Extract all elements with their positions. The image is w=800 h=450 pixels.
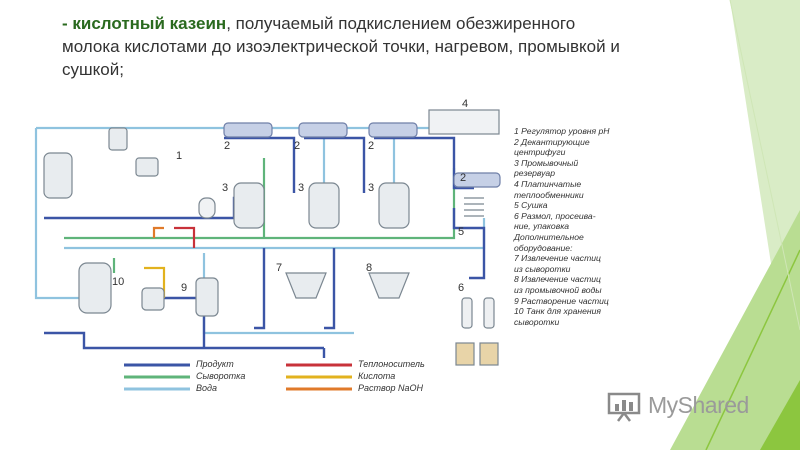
legend-line: сыворотки xyxy=(514,316,560,327)
legend-line: из промывочной воды xyxy=(514,284,602,295)
legend-line: 4 Платинчатые xyxy=(514,178,582,189)
unit-number-2b: 2 xyxy=(294,140,301,152)
unit-number-1: 1 xyxy=(176,150,183,162)
unit-number-2d: 2 xyxy=(460,172,467,184)
legend-line: 2 Декантирующие xyxy=(514,136,590,147)
legend-line: теплообменники xyxy=(514,189,584,200)
decanters xyxy=(223,122,501,188)
legend-line: Дополнительное xyxy=(514,231,584,242)
unit-number-2c: 2 xyxy=(368,140,375,152)
legend-line: 10 Танк для хранения xyxy=(514,306,601,317)
unit-number-10: 10 xyxy=(112,276,125,288)
legend-line: 8 Извлечение частиц xyxy=(514,274,601,285)
slide-heading: - кислотный казеин, получаемый подкислен… xyxy=(62,12,622,81)
key-label-water: Вода xyxy=(196,383,217,393)
unit-number-9: 9 xyxy=(181,282,188,294)
key-label-acid: Кислота xyxy=(358,371,396,381)
unit-number-2a: 2 xyxy=(224,140,231,152)
slide-decoration xyxy=(670,0,800,450)
tanks xyxy=(43,127,410,317)
legend-line: 7 Извлечение частиц xyxy=(514,253,601,264)
unit-number-8: 8 xyxy=(366,262,373,274)
packaging xyxy=(455,297,499,366)
unit-number-3a: 3 xyxy=(222,182,229,194)
legend-line: ние, упаковка xyxy=(514,221,570,232)
legend-line: центрифуги xyxy=(514,147,566,158)
equipment-legend: 1 Регулятор уровня рН 2 Декантирующие це… xyxy=(514,126,636,327)
key-label-naoh: Раствор NaOH xyxy=(358,383,424,393)
legend-line: резервуар xyxy=(514,168,555,179)
separators xyxy=(285,272,410,299)
acid-heat-lines xyxy=(144,226,196,298)
unit-number-5: 5 xyxy=(458,226,465,238)
product-lines xyxy=(44,136,486,358)
legend-line: 3 Промывочный xyxy=(514,157,579,168)
legend-line: оборудование: xyxy=(514,242,573,253)
unit-number-4: 4 xyxy=(462,98,469,110)
unit-number-3c: 3 xyxy=(368,182,375,194)
legend-line: 6 Размол, просеива- xyxy=(514,210,596,221)
key-label-heat: Теплоноситель xyxy=(358,359,425,369)
unit-number-6: 6 xyxy=(458,282,465,294)
key-label-product: Продукт xyxy=(196,359,234,369)
legend-line: 9 Растворение частиц xyxy=(514,295,609,306)
key-label-whey: Сыворотка xyxy=(196,371,246,381)
process-flow-diagram xyxy=(34,109,501,391)
presentation-board-icon xyxy=(607,392,641,422)
unit-number-3b: 3 xyxy=(298,182,305,194)
heading-keyword: - кислотный казеин xyxy=(62,14,227,33)
heat-exchangers xyxy=(198,109,500,219)
legend-line: из сыворотки xyxy=(514,263,571,274)
unit-number-7: 7 xyxy=(276,262,283,274)
myshared-logo: MyShared xyxy=(606,390,776,424)
legend-line: 1 Регулятор уровня рН xyxy=(514,126,610,136)
heading-text: , получаемый подкислением обезжиренного … xyxy=(62,14,620,79)
legend-line: 5 Сушка xyxy=(514,200,548,211)
process-scheme: 1 2 2 2 2 3 3 3 4 5 6 7 8 9 10 1 Регулят… xyxy=(24,98,636,403)
logo-text: MyShared xyxy=(648,392,749,418)
